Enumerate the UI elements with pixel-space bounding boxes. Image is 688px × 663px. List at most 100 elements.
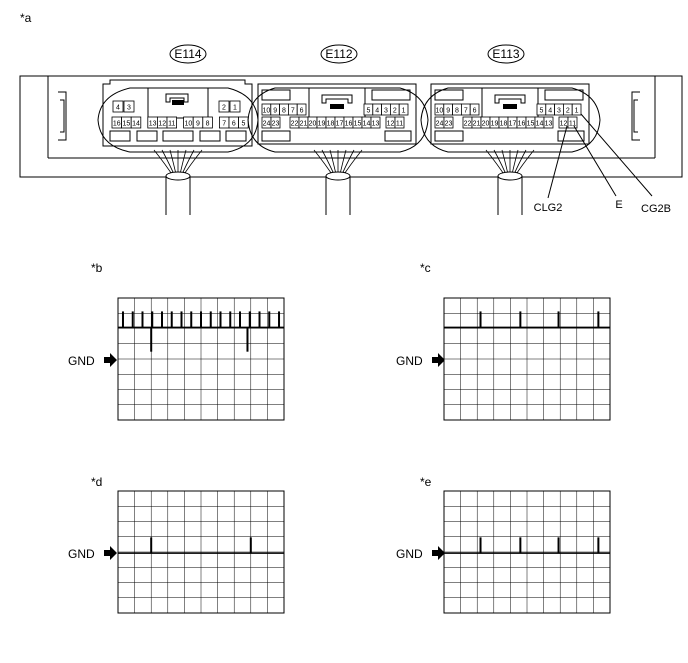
connector-e112-bubble: E112 [320, 44, 358, 64]
e112-pin-9: 9 [270, 103, 280, 116]
figure-label-c: *c [420, 261, 431, 275]
e114-pin-8: 8 [202, 116, 213, 129]
right-mount-clip [631, 91, 640, 141]
svg-text:16: 16 [345, 121, 353, 128]
gnd-label-e: GND [396, 547, 423, 561]
leader-e [573, 125, 617, 197]
e112-pin-5: 5 [363, 103, 374, 116]
svg-text:11: 11 [396, 121, 403, 128]
gnd-label-b: GND [68, 354, 95, 368]
svg-text:8: 8 [282, 108, 286, 115]
svg-text:5: 5 [241, 121, 245, 128]
svg-text:21: 21 [473, 121, 481, 128]
e113-pin-19: 19 [489, 116, 500, 129]
e113-harness [485, 149, 535, 215]
e113-pin-9: 9 [443, 103, 453, 116]
e114-pin-1: 1 [229, 100, 241, 113]
e114-latch [147, 87, 209, 119]
svg-text:12: 12 [560, 121, 568, 128]
e112-pin-10: 10 [261, 103, 272, 116]
e112-harness [313, 149, 363, 215]
svg-text:14: 14 [132, 121, 140, 128]
svg-text:12: 12 [387, 121, 395, 128]
svg-text:5: 5 [366, 108, 370, 115]
figure-label-d: *d [91, 475, 102, 489]
e113-pin-22: 22 [462, 116, 473, 129]
svg-text:14: 14 [536, 121, 544, 128]
svg-text:14: 14 [363, 121, 371, 128]
e113-pin-3: 3 [554, 103, 564, 116]
svg-text:7: 7 [291, 108, 295, 115]
e112-pin-12: 12 [385, 116, 396, 129]
svg-text:8: 8 [455, 108, 459, 115]
e113-lock-ring [420, 87, 601, 153]
svg-text:23: 23 [445, 121, 453, 128]
connector-e113-bubble: E113 [487, 44, 525, 64]
svg-text:16: 16 [113, 121, 121, 128]
e114-pin-7: 7 [218, 116, 230, 129]
svg-text:10: 10 [436, 108, 444, 115]
svg-text:22: 22 [291, 121, 299, 128]
e113-pin-14: 14 [534, 116, 545, 129]
e114-pin-15: 15 [121, 116, 132, 129]
svg-text:9: 9 [196, 121, 200, 128]
e114-pin-11: 11 [166, 116, 178, 129]
e114-pin-16: 16 [111, 116, 123, 129]
e113-pin-24: 24 [434, 116, 445, 129]
svg-text:4: 4 [548, 108, 552, 115]
svg-text:6: 6 [300, 108, 304, 115]
svg-text:4: 4 [116, 105, 120, 112]
e114-harness [153, 149, 203, 215]
svg-text:23: 23 [272, 121, 280, 128]
e113-pin-23: 23 [443, 116, 454, 129]
svg-text:9: 9 [273, 108, 277, 115]
svg-text:3: 3 [384, 108, 388, 115]
svg-text:11: 11 [168, 121, 175, 128]
svg-text:21: 21 [300, 121, 308, 128]
svg-text:2: 2 [222, 105, 226, 112]
gnd-marker-e: GND [396, 546, 445, 561]
e113-pin-15: 15 [525, 116, 536, 129]
svg-text:3: 3 [557, 108, 561, 115]
svg-text:17: 17 [509, 121, 517, 128]
e113-pin-11: 11 [567, 116, 578, 129]
e112-pin-8: 8 [279, 103, 289, 116]
svg-text:10: 10 [185, 121, 193, 128]
e113-pin-7: 7 [460, 103, 471, 116]
e113-pin-5: 5 [536, 103, 547, 116]
e113-pin-6: 6 [469, 103, 480, 116]
svg-text:8: 8 [206, 121, 210, 128]
e113-pin-1: 1 [571, 103, 582, 116]
scope-c-trace [444, 311, 610, 328]
scope-e-trace [444, 537, 610, 554]
e112-pin-17: 17 [334, 116, 345, 129]
e112-pin-4: 4 [372, 103, 382, 116]
connector-e114-bubble: E114 [169, 44, 207, 64]
e113-pin-17: 17 [507, 116, 518, 129]
svg-text:6: 6 [232, 121, 236, 128]
svg-text:1: 1 [233, 105, 237, 112]
svg-text:12: 12 [158, 121, 166, 128]
e112-pin-6: 6 [296, 103, 307, 116]
e112-lock-ring [247, 87, 429, 153]
scope-d-trace [118, 537, 284, 554]
gnd-marker-b: GND [68, 353, 117, 368]
terminal-e-label: E [615, 199, 622, 211]
svg-text:20: 20 [482, 121, 490, 128]
e112-pin-22: 22 [289, 116, 300, 129]
figure-label-a: *a [20, 11, 32, 25]
gnd-label-d: GND [68, 547, 95, 561]
gnd-arrow-b-icon [104, 353, 117, 367]
e112-pin-13: 13 [370, 116, 381, 129]
e112-pin-15: 15 [352, 116, 363, 129]
e114-pin-6: 6 [228, 116, 240, 129]
e112-pin-3: 3 [381, 103, 391, 116]
terminal-cg2b-label: CG2B [641, 203, 671, 215]
svg-text:15: 15 [527, 121, 535, 128]
e113-pin-8: 8 [452, 103, 462, 116]
scope-b-trace [118, 311, 284, 352]
e112-pin-23: 23 [270, 116, 281, 129]
